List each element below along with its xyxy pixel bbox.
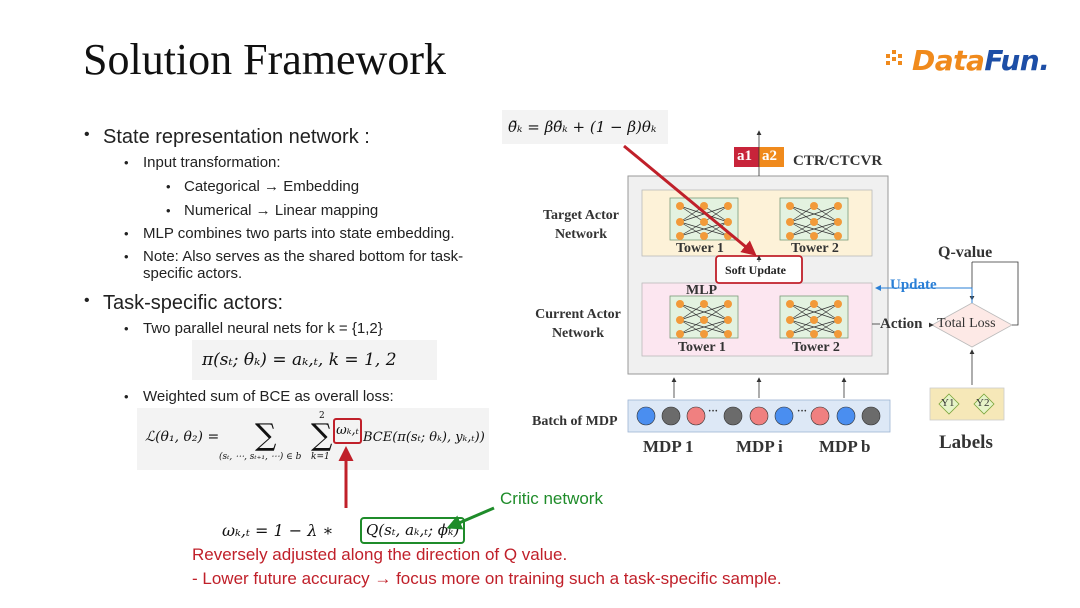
update-label: Update (890, 277, 937, 293)
mdp-b-label: MDP b (819, 437, 871, 456)
bullet-dot: • (166, 203, 171, 218)
bullet-dot: • (124, 249, 129, 264)
bullet-dot: • (124, 389, 129, 404)
q-value-highlight: Q(sₜ, aₖ,ₜ; ϕₖ) (360, 517, 466, 544)
bullet-task-specific-actors: Task-specific actors: (103, 292, 284, 314)
bullet-two-parallel: Two parallel neural nets for k = {1,2} (143, 320, 383, 337)
bullet-dot: • (166, 179, 171, 194)
loss-rhs: BCE(π(sₜ; θₖ), yₖ,ₜ)) (363, 430, 485, 445)
bullet-categorical: Categorical → Embedding (184, 178, 360, 195)
mdp-ellipsis-1: ··· (708, 406, 719, 417)
bullet-dot: • (84, 126, 90, 143)
mdp-1-label: MDP 1 (643, 437, 694, 456)
ctr-ctcvr-label: CTR/CTCVR (793, 153, 883, 169)
loss-formula-box: ℒ(θ₁, θ₂) = ∑ (sₜ, ⋯, sₜ₊₁, ⋯) ∈ b 2 ∑ k… (137, 408, 489, 470)
target-actor-label-1: Target Actor (542, 208, 620, 223)
total-loss-label: Total Loss (937, 316, 996, 331)
bullet-dot: • (124, 226, 129, 241)
datafun-logo: DataFun. (912, 44, 1050, 77)
label-y2: Y2 (976, 397, 990, 409)
reversely-adjusted-text: Reversely adjusted along the direction o… (192, 545, 568, 564)
target-actor-label-2: Network (554, 227, 608, 242)
output-a2: a2 (762, 148, 777, 164)
q-value-label: Q-value (938, 244, 993, 261)
bullet-note-line2: specific actors. (143, 265, 243, 282)
label-y1: Y1 (941, 397, 955, 409)
mdp-ellipsis-2: ··· (797, 406, 808, 417)
target-tower2-label: Tower 2 (791, 241, 839, 256)
bullet-dot: • (84, 292, 90, 309)
policy-formula: π(sₜ; θₖ) = aₖ,ₜ, k = 1, 2 (192, 340, 437, 380)
current-tower1-label: Tower 1 (678, 340, 726, 355)
mlp-label: MLP (686, 283, 718, 298)
bullet-dot: • (124, 321, 129, 336)
mdp-i-label: MDP i (736, 437, 783, 456)
bullet-dot: • (124, 155, 129, 170)
loss-sum2-top: 2 (319, 411, 325, 421)
slide-title: Solution Framework (83, 35, 446, 84)
loss-lhs: ℒ(θ₁, θ₂) = (145, 429, 220, 445)
current-actor-label-2: Network (551, 326, 605, 341)
bullet-weighted-sum: Weighted sum of BCE as overall loss: (143, 388, 394, 405)
current-actor-label-1: Current Actor (535, 307, 621, 322)
output-a1: a1 (737, 148, 752, 164)
logo-dots-icon (886, 50, 902, 65)
soft-update-formula: θ̃ₖ = βθ̃ₖ + (1 − β)θₖ (502, 110, 668, 144)
batch-of-mdp-label: Batch of MDP (532, 414, 618, 429)
bullet-input-transformation: Input transformation: (143, 154, 281, 171)
labels-title: Labels (939, 432, 993, 453)
loss-sum1-under: (sₜ, ⋯, sₜ₊₁, ⋯) ∈ b (219, 452, 302, 462)
bullet-note-line1: Note: Also serves as the shared bottom f… (143, 248, 464, 265)
lower-future-text: - Lower future accuracy → focus more on … (192, 569, 782, 588)
target-tower1-label: Tower 1 (676, 241, 724, 256)
current-tower2-label: Tower 2 (792, 340, 840, 355)
critic-network-label: Critic network (500, 489, 603, 508)
soft-update-label: Soft Update (725, 263, 787, 277)
loss-sum2-under: k=1 (311, 452, 330, 462)
weight-formula-lhs: ωₖ,ₜ = 1 − λ ∗ (222, 521, 334, 540)
action-label: Action (880, 316, 923, 332)
sum-symbol-2: ∑ (311, 418, 333, 453)
sum-symbol-1: ∑ (255, 418, 277, 453)
bullet-state-representation: State representation network : (103, 126, 370, 148)
bullet-mlp-combines: MLP combines two parts into state embedd… (143, 225, 455, 242)
loss-weight-highlight: ωₖ,ₜ (333, 418, 362, 444)
bullet-numerical: Numerical → Linear mapping (184, 202, 379, 219)
